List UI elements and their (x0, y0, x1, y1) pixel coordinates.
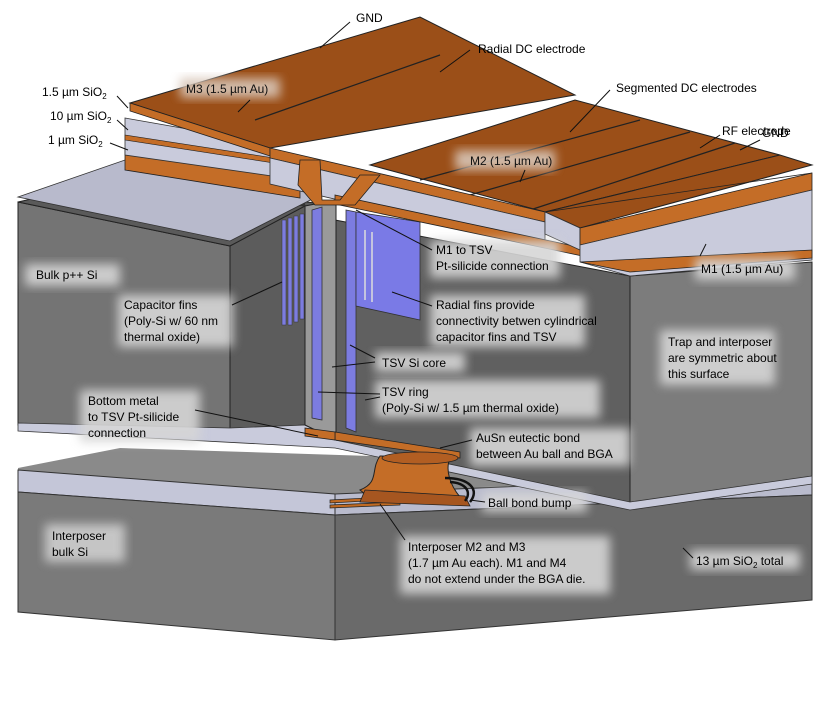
label-m2: M2 (1.5 µm Au) (470, 154, 552, 168)
label-bottom-metal-1: Bottom metal (88, 394, 159, 408)
label-cap-fins-3: thermal oxide) (124, 330, 200, 344)
label-ball-bump: Ball bond bump (488, 496, 572, 510)
label-cap-fins-2: (Poly-Si w/ 60 nm (124, 314, 218, 328)
top-stack (16, 16, 814, 277)
label-m1-tsv-1: M1 to TSV (436, 243, 492, 257)
label-gnd-top: GND (356, 11, 383, 25)
label-bottom-metal-3: connection (88, 426, 146, 440)
label-ausn-1: AuSn eutectic bond (476, 431, 580, 445)
label-bulk-si: Bulk p++ Si (36, 268, 97, 282)
m1-to-tsv-via (297, 159, 381, 206)
label-m1: M1 (1.5 µm Au) (701, 262, 783, 276)
label-interposer-bulk-1: Interposer (52, 529, 106, 543)
label-m3: M3 (1.5 µm Au) (186, 82, 268, 96)
label-interposer-m-2: (1.7 µm Au each). M1 and M4 (408, 556, 567, 570)
label-trap-sym-1: Trap and interposer (668, 335, 772, 349)
label-m1-tsv-2: Pt-silicide connection (436, 259, 549, 273)
label-oxide-1: 1 µm SiO2 (48, 133, 103, 149)
label-trap-sym-3: this surface (668, 367, 730, 381)
label-tsv-ring-2: (Poly-Si w/ 1.5 µm thermal oxide) (382, 401, 559, 415)
interposer-bulk-left (17, 491, 336, 641)
labels: GND Radial DC electrode 1.5 µm SiO2 10 µ… (36, 11, 791, 586)
label-trap-sym-2: are symmetric about (668, 351, 777, 365)
label-cap-fins-1: Capacitor fins (124, 298, 197, 312)
label-bottom-metal-2: to TSV Pt-silicide (88, 410, 179, 424)
label-gnd-right: GND (762, 126, 789, 140)
label-tsv-core: TSV Si core (382, 356, 446, 370)
label-tsv-ring-1: TSV ring (382, 385, 429, 399)
label-oxide-10: 10 µm SiO2 (50, 109, 112, 125)
label-radial-fins-3: capacitor fins and TSV (436, 330, 557, 344)
tsv-ring (311, 206, 323, 421)
leader-lines (109, 21, 761, 559)
tsv-ring-right (345, 209, 357, 433)
label-radial-fins-2: connectivity betwen cylindrical (436, 314, 597, 328)
label-rf: RF electrode (722, 124, 791, 138)
label-interposer-m-3: do not extend under the BGA die. (408, 572, 585, 586)
label-interposer-bulk-2: bulk Si (52, 545, 88, 559)
label-backdrops (25, 78, 800, 594)
label-interposer-m-1: Interposer M2 and M3 (408, 540, 526, 554)
label-ausn-2: between Au ball and BGA (476, 447, 613, 461)
label-oxide-total: 13 µm SiO2 total (696, 554, 783, 570)
ball-bond-bump (304, 427, 476, 507)
label-segmented-dc: Segmented DC electrodes (616, 81, 757, 95)
label-radial-fins-1: Radial fins provide (436, 298, 535, 312)
label-oxide-1-5: 1.5 µm SiO2 (42, 85, 107, 101)
label-radial-dc: Radial DC electrode (478, 42, 586, 56)
